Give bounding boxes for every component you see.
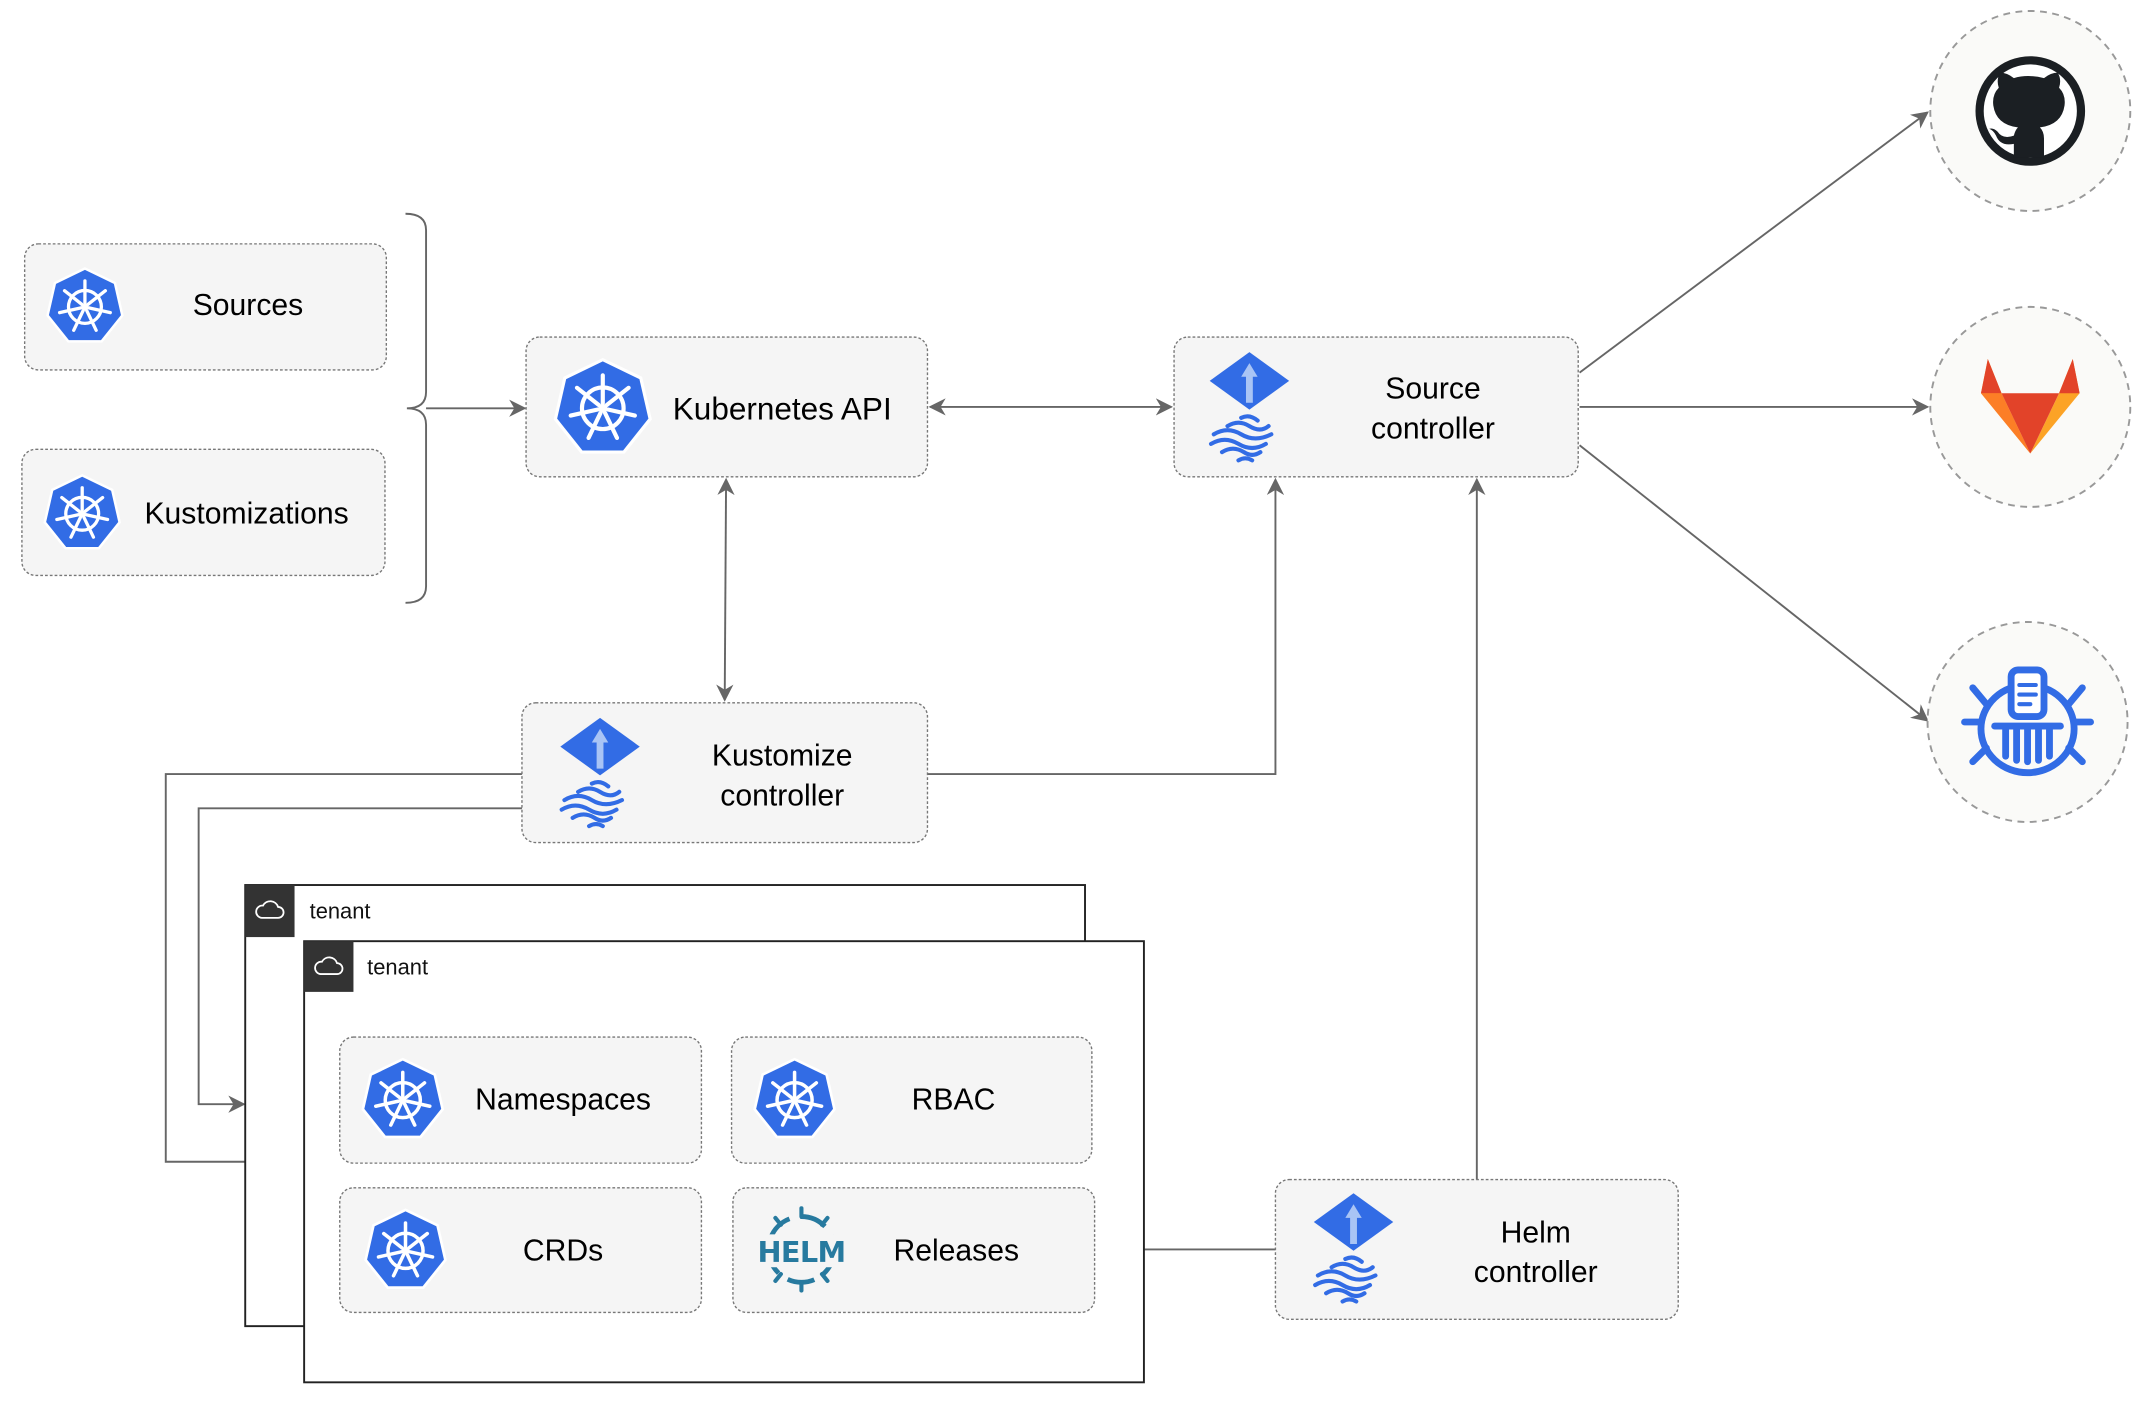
kubernetes-api-node[interactable]: Kubernetes API: [525, 336, 929, 478]
gitlab-source[interactable]: [1929, 305, 2132, 508]
kustomize-controller-label-line2: controller: [720, 779, 844, 812]
sources-label: Sources: [193, 289, 304, 322]
kustomize-controller-label-line1: Kustomize: [712, 740, 853, 773]
tenant-header-badge: [304, 941, 354, 992]
edge-source-to-bucket: [1578, 444, 1929, 722]
github-source[interactable]: [1929, 10, 2132, 212]
rbac-node[interactable]: RBAC: [730, 1036, 1093, 1164]
tenant-front[interactable]: tenant Namespaces RBAC CRDs: [303, 940, 1145, 1384]
helm-controller-node[interactable]: Helm controller: [1274, 1178, 1679, 1320]
crds-node[interactable]: CRDs: [339, 1187, 703, 1314]
rbac-label: RBAC: [912, 1084, 996, 1117]
namespaces-label: Namespaces: [475, 1084, 651, 1117]
sources-node[interactable]: Sources: [23, 243, 388, 371]
namespaces-node[interactable]: Namespaces: [339, 1036, 703, 1164]
tenant-header-badge: [245, 885, 295, 938]
crds-label: CRDs: [523, 1234, 603, 1267]
github-icon: [1975, 56, 2086, 166]
gitlab-icon: [1980, 358, 2080, 454]
kustomize-controller-node[interactable]: Kustomize controller: [521, 702, 929, 844]
bucket-icon: [1961, 666, 2094, 777]
source-controller-label-line2: controller: [1371, 412, 1495, 445]
helm-controller-label-line1: Helm: [1501, 1216, 1571, 1249]
helm-icon: HELM: [754, 1206, 849, 1293]
edge-kustomize-to-source: [927, 477, 1285, 776]
edge-source-to-github: [1578, 111, 1929, 374]
releases-label: Releases: [893, 1234, 1019, 1267]
kubernetes-api-label: Kubernetes API: [673, 390, 892, 426]
source-controller-label-line1: Source: [1385, 373, 1480, 406]
edge-api-kustomize-controller: [716, 477, 735, 702]
tenant-label: tenant: [310, 899, 371, 924]
edge-kustomize-to-tenant-front: [164, 773, 522, 1171]
kustomizations-label: Kustomizations: [144, 497, 348, 530]
edge-kustomize-to-tenant-back: [197, 807, 522, 1113]
bucket-source[interactable]: [1926, 621, 2129, 823]
svg-text:HELM: HELM: [757, 1235, 845, 1269]
tenant-label: tenant: [367, 955, 428, 980]
source-controller-node[interactable]: Source controller: [1173, 336, 1579, 478]
resources-brace: [405, 212, 428, 604]
helm-controller-label-line2: controller: [1474, 1256, 1598, 1289]
kustomizations-node[interactable]: Kustomizations: [21, 448, 386, 577]
releases-node[interactable]: HELM Releases: [732, 1187, 1096, 1314]
